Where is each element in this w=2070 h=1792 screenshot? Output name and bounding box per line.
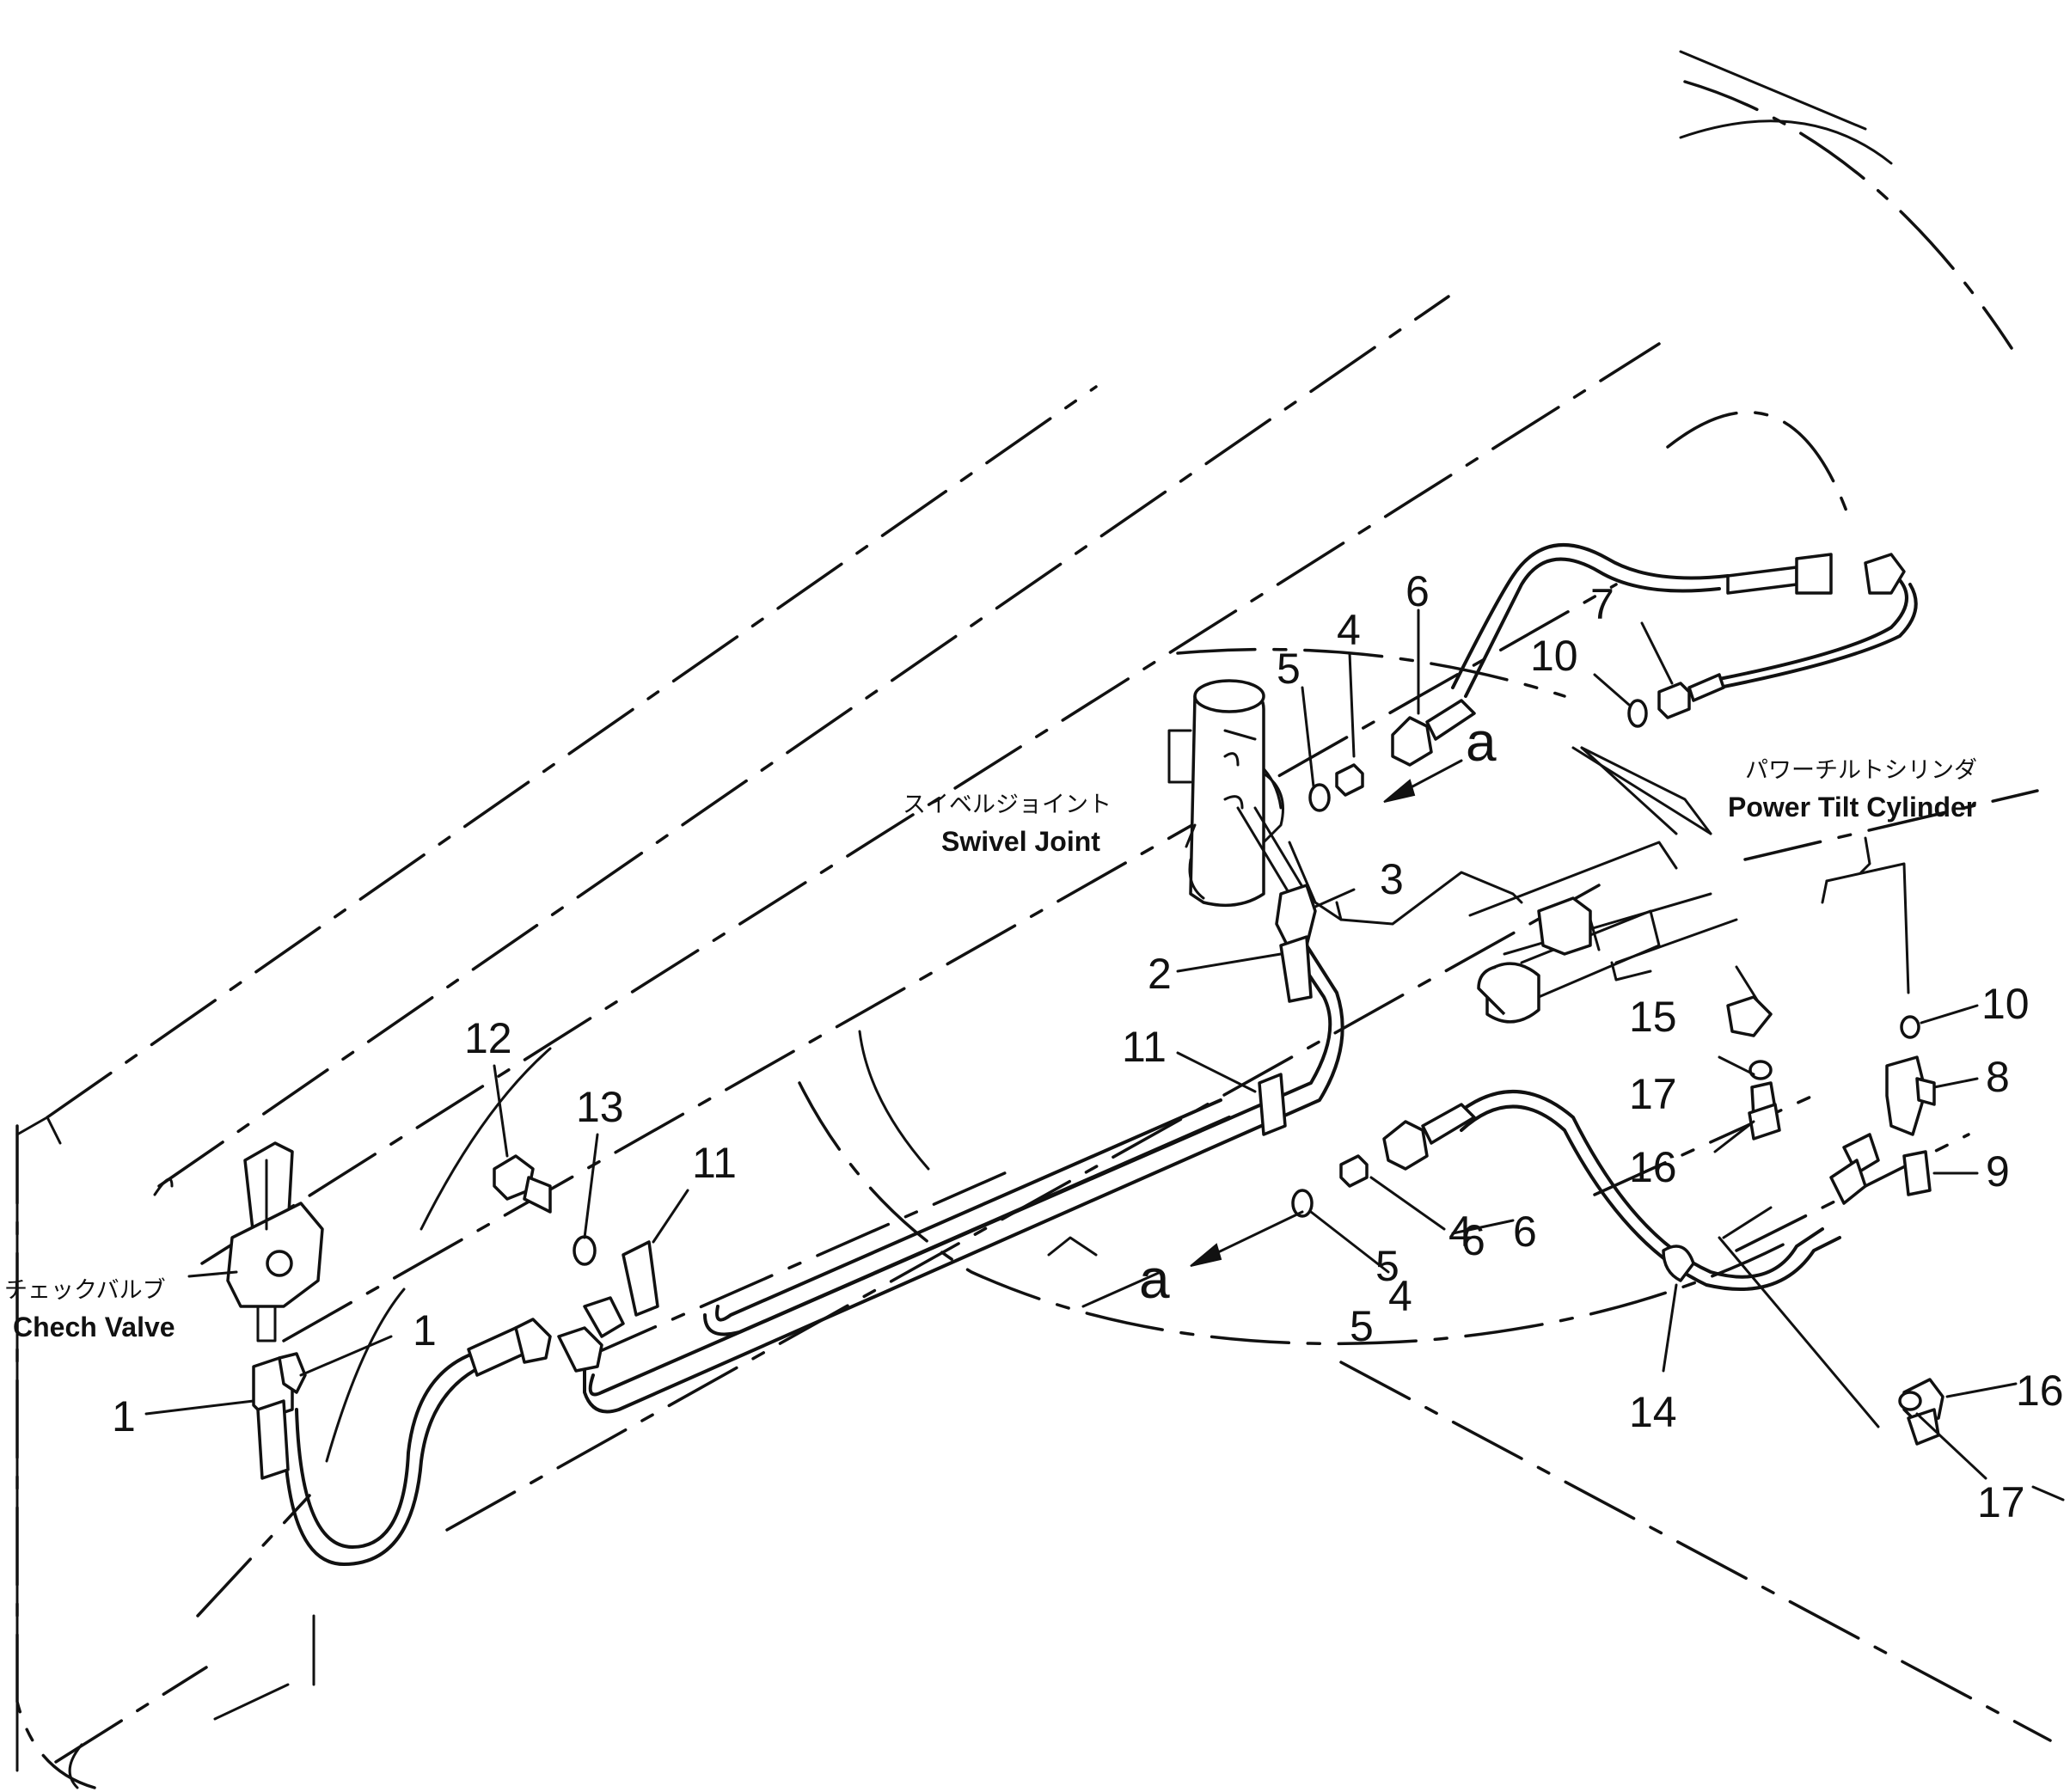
callout-14: 14 bbox=[1629, 1388, 1677, 1436]
power-tilt-cylinder-label-jp: パワーチルトシリンダ bbox=[1745, 757, 1977, 784]
check-valve bbox=[226, 1141, 324, 1342]
callout-16-mid: 16 bbox=[1629, 1143, 1677, 1191]
callout-6-lower: 6 bbox=[1461, 1216, 1485, 1264]
power-tilt-cylinder-label-en: Power Tilt Cylinder bbox=[1728, 792, 1976, 823]
callout-11-right: 11 bbox=[1122, 1023, 1167, 1071]
callout-15: 15 bbox=[1629, 993, 1677, 1041]
callout-11-left: 11 bbox=[692, 1139, 737, 1187]
arrow-a-lower bbox=[1190, 1210, 1304, 1267]
arrow-label-a-lower: a bbox=[1139, 1248, 1170, 1310]
hydraulic-lines bbox=[282, 543, 1918, 1566]
leader-lines bbox=[144, 609, 2065, 1501]
callout-16-lower: 16 bbox=[2016, 1367, 2064, 1415]
callout-7: 7 bbox=[1590, 580, 1614, 628]
callout-1-upper: 1 bbox=[413, 1306, 437, 1355]
callout-17-mid: 17 bbox=[1629, 1070, 1677, 1118]
callout-6-upper: 6 bbox=[1406, 567, 1430, 615]
callout-10-lower: 10 bbox=[1981, 980, 2030, 1028]
callout-12: 12 bbox=[464, 1014, 512, 1062]
callout-1-lower: 1 bbox=[112, 1392, 136, 1440]
arrow-a-upper bbox=[1383, 759, 1463, 803]
power-tilt-cylinder bbox=[1477, 896, 1661, 1024]
callout-6-extra: 6 bbox=[1513, 1208, 1537, 1256]
callout-2: 2 bbox=[1148, 950, 1172, 998]
check-valve-label-en: Chech Valve bbox=[13, 1312, 175, 1342]
callout-4-upper: 4 bbox=[1337, 606, 1361, 654]
swivel-joint-label-en: Swivel Joint bbox=[941, 826, 1100, 857]
callout-10-upper: 10 bbox=[1530, 632, 1578, 680]
callout-13: 13 bbox=[576, 1083, 624, 1131]
callout-9: 9 bbox=[1986, 1147, 2010, 1196]
swivel-joint-label-jp: スイベルジョイント bbox=[903, 792, 1112, 818]
callout-4-bottom: 4 bbox=[1388, 1272, 1412, 1320]
swivel-joint bbox=[1167, 679, 1308, 908]
check-valve-label-jp: チェックバルブ bbox=[4, 1277, 166, 1304]
callout-5-lower: 5 bbox=[1350, 1302, 1374, 1350]
fittings bbox=[252, 553, 1944, 1480]
callout-5-upper: 5 bbox=[1277, 645, 1301, 693]
arrow-label-a-upper: a bbox=[1466, 711, 1497, 773]
callout-8: 8 bbox=[1986, 1053, 2010, 1101]
callout-4-lower: 4 bbox=[1448, 1208, 1473, 1256]
callout-5-mid: 5 bbox=[1375, 1242, 1399, 1290]
callout-17-lower: 17 bbox=[1977, 1478, 2025, 1526]
callout-3: 3 bbox=[1380, 855, 1404, 903]
